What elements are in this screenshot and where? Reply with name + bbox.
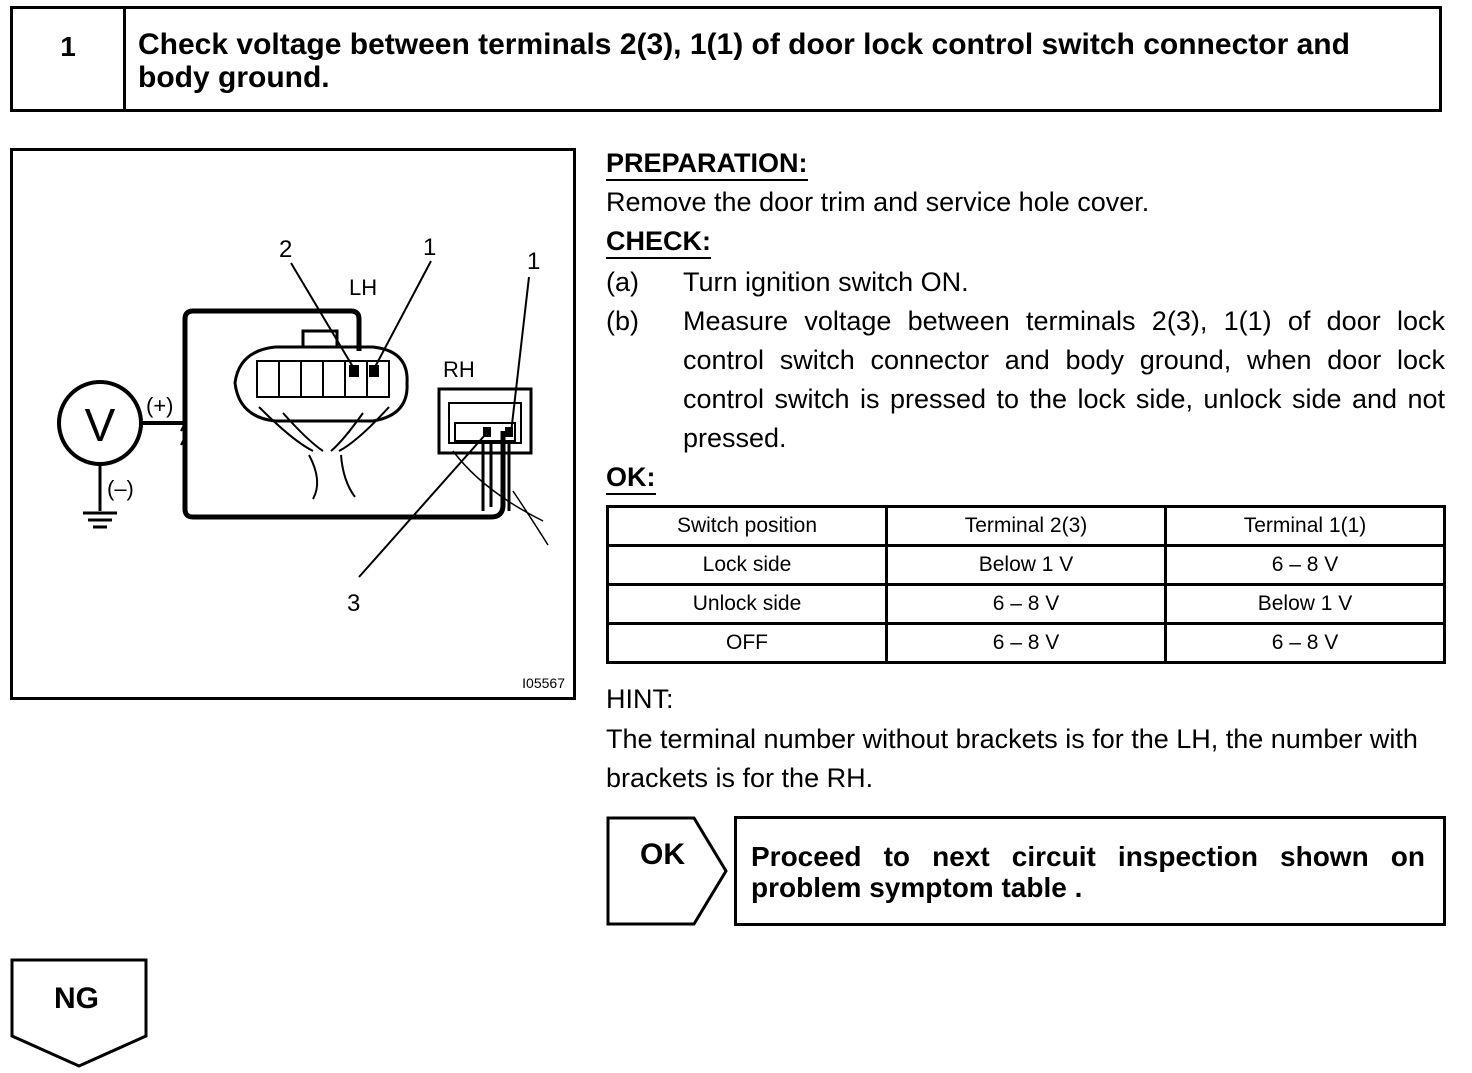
table-header-cell: Terminal 1(1) xyxy=(1164,505,1446,547)
preparation-label: PREPARATION: xyxy=(606,148,808,181)
ng-arrow-shape xyxy=(10,958,148,1068)
ok-arrow-shape xyxy=(606,816,728,926)
wiring-diagram: V (+) (–) LH 2 1 RH xyxy=(57,234,549,617)
terminal-1-rh-label: 1 xyxy=(527,248,540,275)
table-cell: Below 1 V xyxy=(885,544,1167,586)
terminal-2-label: 2 xyxy=(279,236,292,263)
plus-label: (+) xyxy=(146,393,174,418)
table-row: OFF 6 – 8 V 6 – 8 V xyxy=(606,622,1446,664)
table-header-cell: Switch position xyxy=(606,505,888,547)
ng-result-label: NG xyxy=(54,982,99,1015)
preparation-text: Remove the door trim and service hole co… xyxy=(606,187,1150,217)
lh-label: LH xyxy=(349,275,377,300)
voltage-table: Switch position Terminal 2(3) Terminal 1… xyxy=(606,505,1446,664)
step-title: Check voltage between terminals 2(3), 1(… xyxy=(138,28,1350,94)
table-cell: Lock side xyxy=(606,544,888,586)
hint-label: HINT: xyxy=(606,684,674,714)
table-cell: 6 – 8 V xyxy=(1164,544,1446,586)
step-header: 1 Check voltage between terminals 2(3), … xyxy=(10,6,1442,112)
check-label: CHECK: xyxy=(606,226,711,259)
ng-result-tag: NG xyxy=(10,958,150,1068)
check-item-b-text: Measure voltage between terminals 2(3), … xyxy=(683,306,1445,453)
table-header-row: Switch position Terminal 2(3) Terminal 1… xyxy=(606,505,1446,547)
table-cell: 6 – 8 V xyxy=(1164,622,1446,664)
figure-code: I05567 xyxy=(522,675,565,691)
terminal-1-lh-label: 1 xyxy=(423,234,436,261)
ok-label: OK: xyxy=(606,462,656,495)
table-row: Unlock side 6 – 8 V Below 1 V xyxy=(606,583,1446,625)
table-cell: 6 – 8 V xyxy=(885,583,1167,625)
table-cell: 6 – 8 V xyxy=(885,622,1167,664)
check-item-a-mark: (a) xyxy=(606,267,639,297)
check-item-a-text: Turn ignition switch ON. xyxy=(683,267,969,297)
hint-text: The terminal number without brackets is … xyxy=(606,724,1418,793)
step-number: 1 xyxy=(13,9,126,109)
rh-label: RH xyxy=(443,357,475,382)
wiring-figure: V (+) (–) LH 2 1 RH xyxy=(10,148,576,700)
voltmeter-label: V xyxy=(85,399,116,451)
table-cell: OFF xyxy=(606,622,888,664)
table-row: Lock side Below 1 V 6 – 8 V xyxy=(606,544,1446,586)
ok-result-tag: OK xyxy=(606,816,730,926)
ok-result-text: Proceed to next circuit inspection shown… xyxy=(734,816,1446,926)
ok-result-label: OK xyxy=(640,838,685,871)
minus-label: (–) xyxy=(107,476,134,501)
check-item-b-mark: (b) xyxy=(606,306,639,336)
terminal-3-label: 3 xyxy=(347,590,360,617)
table-header-cell: Terminal 2(3) xyxy=(885,505,1167,547)
table-cell: Unlock side xyxy=(606,583,888,625)
table-cell: Below 1 V xyxy=(1164,583,1446,625)
